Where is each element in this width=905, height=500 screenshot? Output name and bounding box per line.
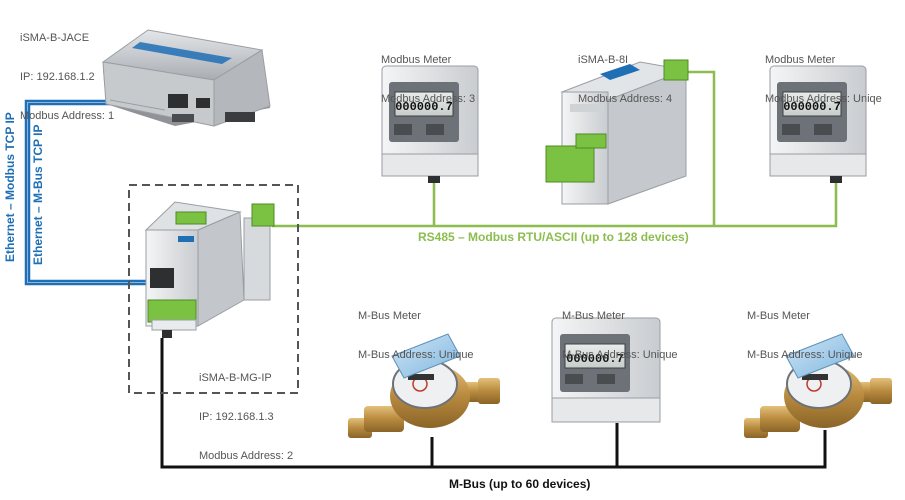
modbus-meter-2-address: Modbus Address: Uniqe [765, 93, 882, 105]
io-module-name: iSMA-B-8I [578, 54, 629, 66]
din-meter-icon: 000000.7 [381, 65, 479, 183]
mbus-trunk-line [160, 338, 827, 469]
jace-name: iSMA-B-JACE [20, 32, 90, 44]
meter-1-display: 000000.7 [395, 100, 453, 114]
jace-ip: IP: 192.168.1.2 [20, 71, 95, 83]
rs485-drop-io-module [688, 70, 716, 226]
mbus-meter-2-address: M-Bus Address: Unique [562, 349, 678, 361]
gateway-name: iSMA-B-MG-IP [199, 372, 272, 384]
mbus-bus [160, 338, 827, 469]
modbus-meter-1-address: Modbus Address: 3 [381, 93, 476, 105]
din-meter-icon: 000000.7 [551, 317, 661, 423]
gateway-enclosure [128, 184, 299, 394]
ethernet-modbus-cable [24, 99, 170, 286]
water-meter-icon [744, 333, 892, 438]
rs485-label: RS485 – Modbus RTU/ASCII (up to 128 devi… [418, 230, 689, 244]
rs485-trunk-line [272, 183, 838, 228]
mbus-meter-2-name: M-Bus Meter [562, 310, 625, 322]
gateway-ip: IP: 192.168.1.3 [199, 411, 274, 423]
mbus-meter-2-label: M-Bus Meter M-Bus Address: Unique [562, 284, 678, 375]
rs485-bus [272, 70, 838, 228]
ethernet-mbus-label: Ethernet – M-Bus TCP IP [31, 124, 45, 265]
din-meter-icon: 000000.7 [769, 65, 867, 183]
water-meter-icon [348, 333, 500, 438]
controller-icon [101, 29, 271, 127]
mbus-meter-1-address: M-Bus Address: Unique [358, 349, 474, 361]
jace-label: iSMA-B-JACE IP: 192.168.1.2 Modbus Addre… [20, 6, 114, 136]
gateway-address: Modbus Address: 2 [199, 450, 294, 462]
io-module-label: iSMA-B-8I Modbus Address: 4 [578, 28, 672, 119]
modbus-meter-2-name: Modbus Meter [765, 54, 836, 66]
mbus-meter-1-label: M-Bus Meter M-Bus Address: Unique [358, 284, 474, 375]
modbus-meter-1-name: Modbus Meter [381, 54, 452, 66]
mbus-meter-3-label: M-Bus Meter M-Bus Address: Unique [747, 284, 863, 375]
meter-3-display: 000000.7 [566, 352, 624, 366]
mbus-meter-1-name: M-Bus Meter [358, 310, 421, 322]
mbus-meter-3-name: M-Bus Meter [747, 310, 810, 322]
mbus-meter-3-address: M-Bus Address: Unique [747, 349, 863, 361]
meter-2-display: 000000.7 [783, 100, 841, 114]
ethernet-modbus-label: Ethernet – Modbus TCP IP [3, 112, 17, 262]
gateway-icon [144, 201, 275, 338]
mbus-label: M-Bus (up to 60 devices) [449, 477, 591, 491]
modbus-meter-2-label: Modbus Meter Modbus Address: Uniqe [765, 28, 882, 119]
ethernet-links [24, 99, 170, 286]
ethernet-mbus-cable [27, 102, 170, 283]
jace-address: Modbus Address: 1 [20, 110, 115, 122]
io-module-address: Modbus Address: 4 [578, 93, 673, 105]
modbus-meter-1-label: Modbus Meter Modbus Address: 3 [381, 28, 475, 119]
gateway-label: iSMA-B-MG-IP IP: 192.168.1.3 Modbus Addr… [199, 346, 293, 476]
io-module-icon [545, 59, 689, 205]
